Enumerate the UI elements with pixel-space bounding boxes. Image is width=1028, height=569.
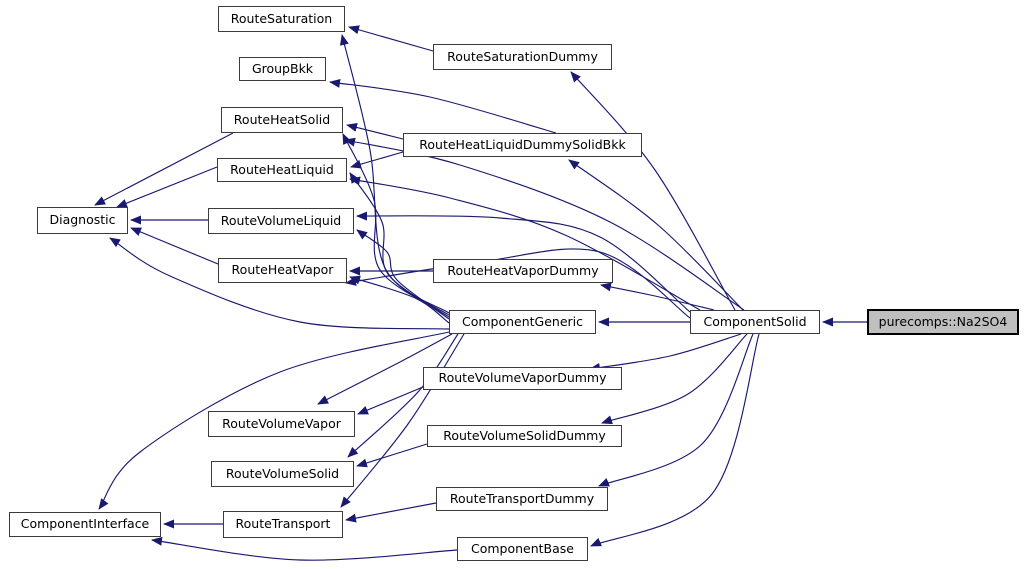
node-route-heat-vapor[interactable]: RouteHeatVapor xyxy=(218,258,347,283)
edge-component-generic-to-route-heat-liquid xyxy=(349,172,450,318)
edge-route-volume-vapor-dummy-to-route-volume-vapor xyxy=(357,386,424,415)
edge-component-base-to-component-interface xyxy=(151,536,458,561)
node-route-volume-vapor[interactable]: RouteVolumeVapor xyxy=(208,411,355,437)
node-component-generic[interactable]: ComponentGeneric xyxy=(449,310,596,334)
edge-component-solid-to-route-volume-solid-dummy xyxy=(601,333,748,425)
node-route-heat-liquid-dummy-solid-bkk[interactable]: RouteHeatLiquidDummySolidBkk xyxy=(403,133,642,157)
node-route-heat-vapor-dummy[interactable]: RouteHeatVaporDummy xyxy=(433,259,613,283)
edge-route-heat-liquid-dummy-solid-bkk-to-group-bkk xyxy=(329,79,557,134)
edge-component-generic-to-route-heat-vapor xyxy=(349,275,450,324)
edge-component-generic-to-route-heat-solid xyxy=(342,133,450,316)
node-route-saturation[interactable]: RouteSaturation xyxy=(218,6,345,32)
node-group-bkk[interactable]: GroupBkk xyxy=(239,57,326,81)
node-route-heat-liquid[interactable]: RouteHeatLiquid xyxy=(217,158,347,182)
node-route-volume-vapor-dummy[interactable]: RouteVolumeVaporDummy xyxy=(423,367,622,390)
edge-route-transport-dummy-to-route-transport xyxy=(345,502,437,523)
edge-route-heat-liquid-dummy-solid-bkk-to-route-heat-solid xyxy=(346,123,404,140)
node-route-heat-solid[interactable]: RouteHeatSolid xyxy=(221,107,343,133)
node-component-interface[interactable]: ComponentInterface xyxy=(9,512,161,537)
edge-component-generic-to-diagnostic xyxy=(109,237,450,330)
edge-component-generic-to-route-transport xyxy=(340,333,465,508)
edge-component-solid-to-route-heat-liquid xyxy=(349,176,701,311)
node-purecomps-na2so4: purecomps::Na2SO4 xyxy=(867,309,1019,335)
node-route-volume-solid[interactable]: RouteVolumeSolid xyxy=(211,461,354,487)
edge-route-heat-liquid-to-diagnostic xyxy=(116,166,218,208)
edge-route-heat-vapor-to-diagnostic xyxy=(130,227,219,265)
edge-component-solid-to-route-heat-liquid-dummy-solid-bkk xyxy=(568,159,744,311)
node-route-transport-dummy[interactable]: RouteTransportDummy xyxy=(436,487,608,511)
node-route-saturation-dummy[interactable]: RouteSaturationDummy xyxy=(433,44,612,70)
edge-route-saturation-dummy-to-route-saturation xyxy=(348,25,434,52)
edge-component-solid-to-route-heat-solid xyxy=(344,137,745,311)
edge-component-solid-to-route-volume-vapor-dummy xyxy=(589,333,742,372)
node-route-volume-solid-dummy[interactable]: RouteVolumeSolidDummy xyxy=(427,425,622,447)
node-route-transport[interactable]: RouteTransport xyxy=(223,511,343,538)
edge-component-solid-to-route-transport-dummy xyxy=(598,333,754,487)
node-component-solid[interactable]: ComponentSolid xyxy=(690,310,820,334)
edge-component-solid-to-route-heat-vapor-dummy xyxy=(600,282,715,311)
edge-route-heat-liquid-dummy-solid-bkk-to-route-heat-liquid xyxy=(350,151,404,169)
node-component-base[interactable]: ComponentBase xyxy=(457,537,588,561)
node-route-volume-liquid[interactable]: RouteVolumeLiquid xyxy=(208,208,354,234)
edge-route-volume-solid-dummy-to-route-volume-solid xyxy=(356,443,428,468)
node-diagnostic[interactable]: Diagnostic xyxy=(37,207,128,234)
edge-route-heat-solid-to-diagnostic xyxy=(94,132,234,206)
